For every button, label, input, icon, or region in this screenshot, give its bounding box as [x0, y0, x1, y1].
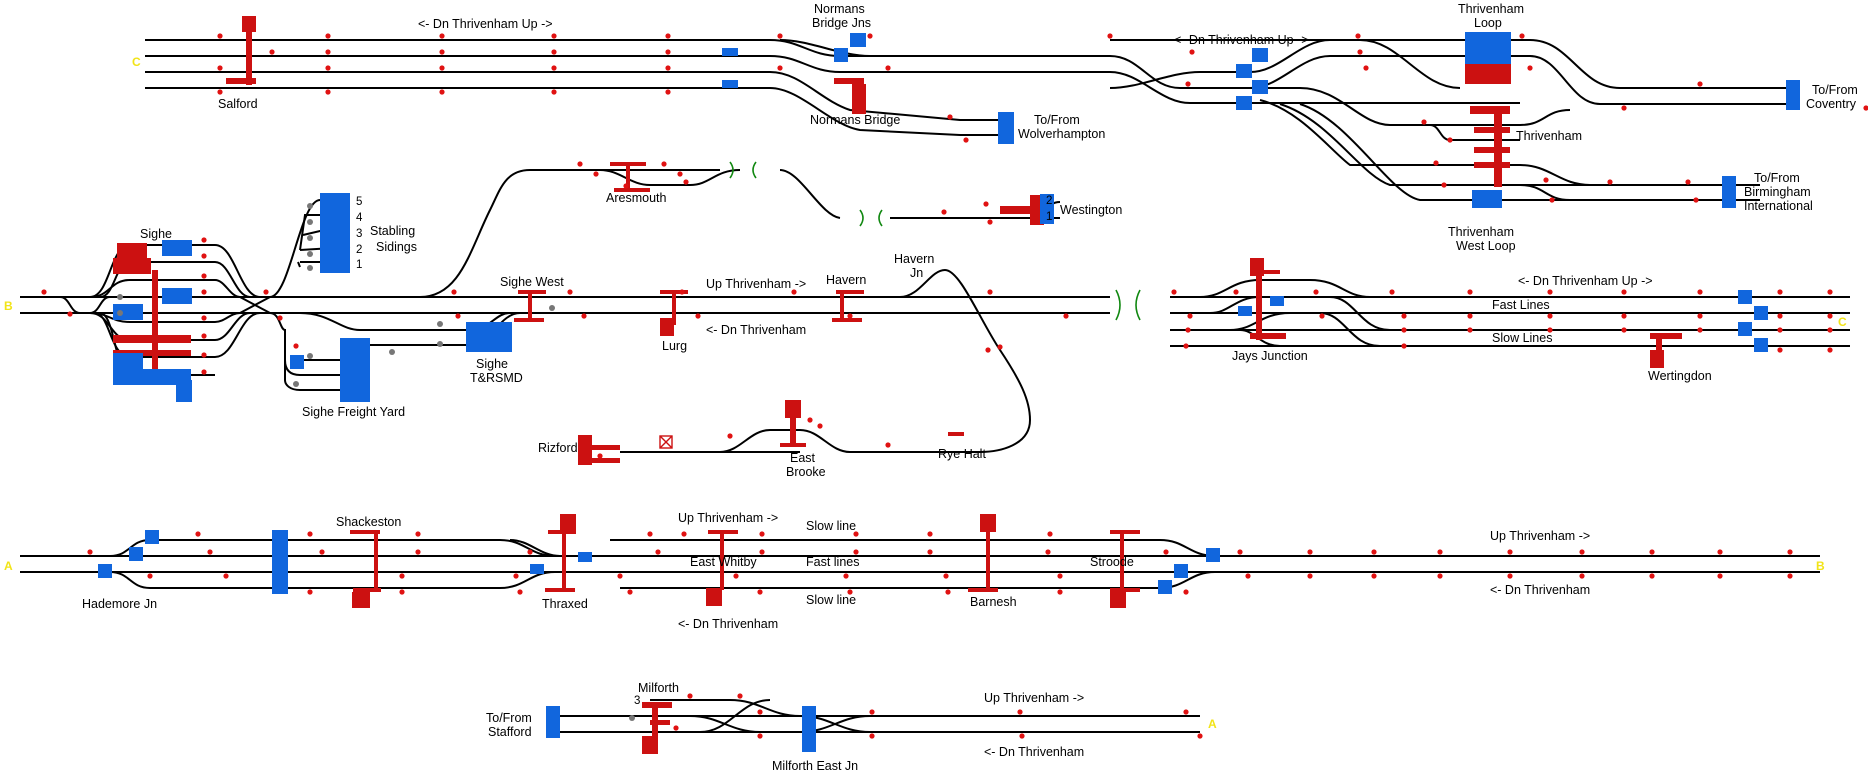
- label-up-thriv-mid: Up Thrivenham ->: [706, 277, 806, 291]
- siding-number: 1: [356, 259, 362, 271]
- blocks: [98, 32, 1800, 752]
- ab-section: [20, 539, 1820, 589]
- label-milforth: Milforth: [638, 681, 679, 695]
- label-wolv-1: To/From: [1034, 113, 1080, 127]
- label-dn-up-top2: <- Dn Thrivenham Up ->: [1174, 33, 1309, 47]
- label-fast-lines-r: Fast Lines: [1492, 298, 1550, 312]
- label-sighe: Sighe: [140, 227, 172, 241]
- platforms: [113, 16, 1682, 754]
- label-up-thriv-b: Up Thrivenham ->: [984, 691, 1084, 705]
- label-barnesh: Barnesh: [970, 595, 1017, 609]
- connector-a-bottom: A: [1208, 717, 1217, 731]
- label-stabling-1: Stabling: [370, 224, 415, 238]
- label-dn-thriv-b: <- Dn Thrivenham: [984, 745, 1084, 759]
- siding-number: 2: [356, 244, 362, 256]
- label-slow-lines-r: Slow Lines: [1492, 331, 1552, 345]
- westington-number: 2: [1046, 195, 1052, 207]
- buffers: [729, 161, 1141, 321]
- label-sighe-tr-1: Sighe: [476, 357, 508, 371]
- label-havern: Havern: [826, 273, 866, 287]
- label-dn-thriv-a: <- Dn Thrivenham: [678, 617, 778, 631]
- label-bham-3: International: [1744, 199, 1813, 213]
- label-normans-jns-2: Bridge Jns: [812, 16, 871, 30]
- label-normans-jns-1: Normans: [814, 2, 865, 16]
- label-westington: Westington: [1060, 203, 1122, 217]
- connector-a-left: A: [4, 559, 13, 573]
- label-havern-jn-1: Havern: [894, 252, 934, 266]
- label-rye-halt: Rye Halt: [938, 447, 986, 461]
- label-jays-junction: Jays Junction: [1232, 349, 1308, 363]
- connector-b-left: B: [4, 299, 13, 313]
- label-stabling-2: Sidings: [376, 240, 417, 254]
- label-milforth-east: Milforth East Jn: [772, 759, 858, 773]
- signals: [41, 33, 1868, 739]
- label-dn-thriv-mid: <- Dn Thrivenham: [706, 323, 806, 337]
- label-sighe-tr-2: T&RSMD: [470, 371, 523, 385]
- label-salford: Salford: [218, 97, 258, 111]
- label-dn-thriv-a2: <- Dn Thrivenham: [1490, 583, 1590, 597]
- label-slow-line-2: Slow line: [806, 593, 856, 607]
- siding-number: 3: [356, 228, 362, 240]
- label-east-brooke-1: East: [790, 451, 816, 465]
- label-wolv-2: Wolverhampton: [1018, 127, 1105, 141]
- label-dn-up-top: <- Dn Thrivenham Up ->: [418, 17, 553, 31]
- label-staf-2: Stafford: [488, 725, 532, 739]
- label-east-brooke-2: Brooke: [786, 465, 826, 479]
- label-dn-up-right: <- Dn Thrivenham Up ->: [1518, 274, 1653, 288]
- label-east-whitby: East Whitby: [690, 555, 757, 569]
- ground-frames: [117, 203, 635, 721]
- westington-number: 1: [1046, 211, 1052, 223]
- rizford-buffer: [659, 435, 673, 449]
- label-thriv-loop-1: Thrivenham: [1458, 2, 1524, 16]
- label-bham-1: To/From: [1754, 171, 1800, 185]
- label-lurg: Lurg: [662, 339, 687, 353]
- label-thrivenham: Thrivenham: [1516, 129, 1582, 143]
- labels: Salford <- Dn Thrivenham Up -> Normans B…: [4, 2, 1858, 773]
- label-normans-bridge: Normans Bridge: [810, 113, 900, 127]
- label-thriv-west-2: West Loop: [1456, 239, 1516, 253]
- label-up-thriv-a2: Up Thrivenham ->: [1490, 529, 1590, 543]
- label-slow-line-1: Slow line: [806, 519, 856, 533]
- label-thraxed: Thraxed: [542, 597, 588, 611]
- label-thriv-west-1: Thrivenham: [1448, 225, 1514, 239]
- label-rizford: Rizford: [538, 441, 578, 455]
- label-hademore: Hademore Jn: [82, 597, 157, 611]
- top-section: [145, 39, 1790, 201]
- label-cov-2: Coventry: [1806, 97, 1857, 111]
- label-shackeston: Shackeston: [336, 515, 401, 529]
- label-havern-jn-2: Jn: [910, 266, 923, 280]
- label-fast-lines-a: Fast lines: [806, 555, 860, 569]
- label-cov-1: To/From: [1812, 83, 1858, 97]
- label-stroode: Stroode: [1090, 555, 1134, 569]
- label-thriv-loop-2: Loop: [1474, 16, 1502, 30]
- siding-number: 5: [356, 196, 362, 208]
- label-sighe-freight: Sighe Freight Yard: [302, 405, 405, 419]
- label-sighe-west: Sighe West: [500, 275, 564, 289]
- siding-number: 4: [356, 212, 363, 224]
- label-aresmouth: Aresmouth: [606, 191, 666, 205]
- connector-b-right: B: [1816, 559, 1825, 573]
- milforth-number: 3: [634, 695, 640, 707]
- connector-c-right: C: [1838, 315, 1847, 329]
- label-bham-2: Birmingham: [1744, 185, 1811, 199]
- label-wertingdon: Wertingdon: [1648, 369, 1712, 383]
- label-staf-1: To/From: [486, 711, 532, 725]
- connector-c-top: C: [132, 55, 141, 69]
- label-up-thriv-a: Up Thrivenham ->: [678, 511, 778, 525]
